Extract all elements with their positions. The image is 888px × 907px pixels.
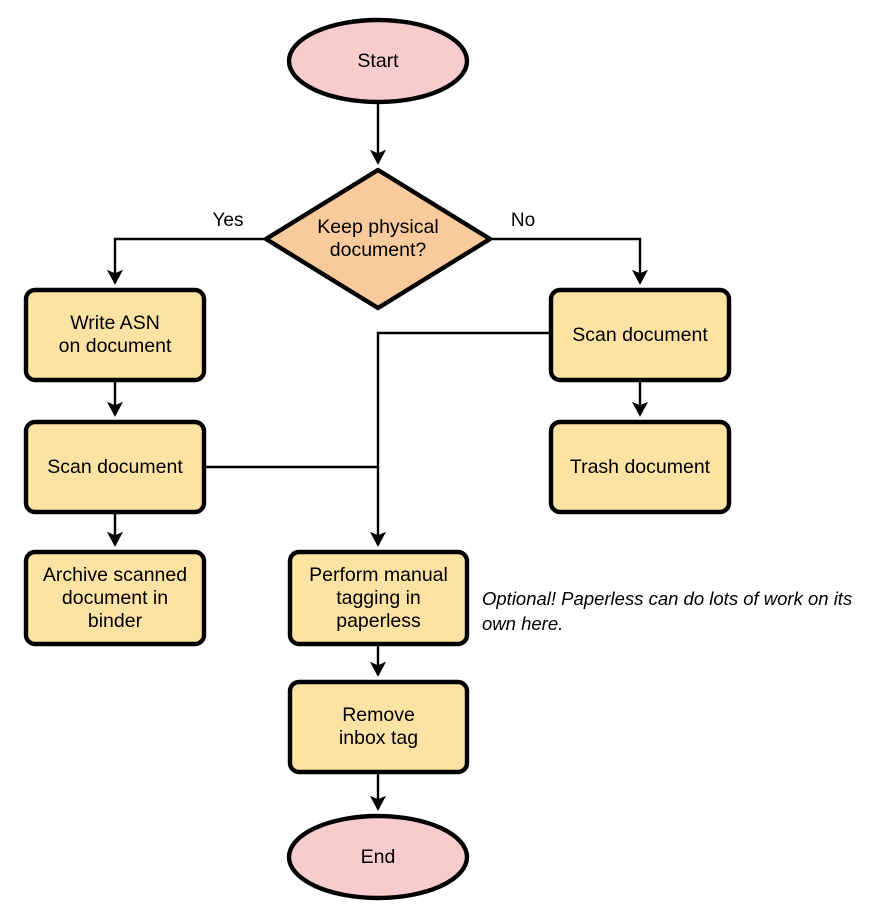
edge-scan-right-to-tagging xyxy=(369,331,551,547)
node-start[interactable] xyxy=(286,17,470,105)
node-scan-document-left[interactable] xyxy=(23,419,207,515)
node-archive-scanned[interactable] xyxy=(23,549,207,647)
node-decision-keep-physical[interactable] xyxy=(263,167,493,311)
node-trash-document[interactable] xyxy=(548,419,732,515)
node-perform-manual-tagging[interactable] xyxy=(287,549,470,647)
edge-decision-yes-to-write-asn xyxy=(106,237,266,285)
node-remove-inbox-tag[interactable] xyxy=(287,679,470,775)
edge-decision-no-to-scan-right xyxy=(490,237,649,285)
node-write-asn[interactable] xyxy=(23,287,207,383)
node-scan-document-right[interactable] xyxy=(548,287,732,383)
node-end[interactable] xyxy=(286,813,470,901)
